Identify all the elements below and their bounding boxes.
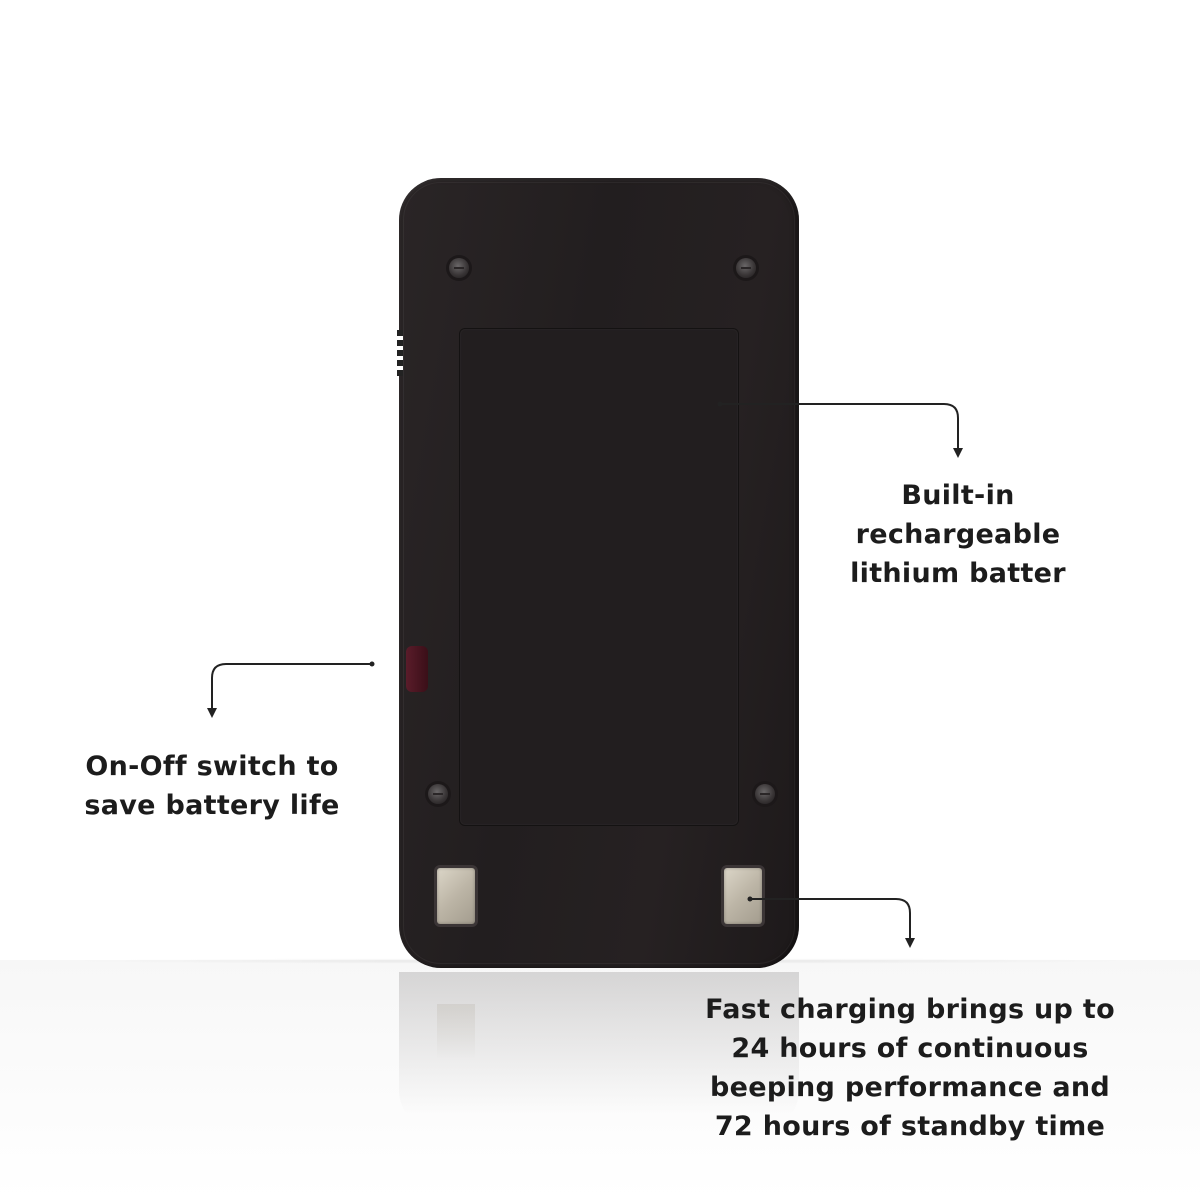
battery-compartment-panel bbox=[459, 328, 739, 826]
charging-callout-line: Fast charging brings up to bbox=[705, 994, 1115, 1025]
screw-top-left bbox=[449, 258, 469, 278]
on-off-switch[interactable] bbox=[406, 646, 428, 692]
device-back bbox=[394, 178, 799, 968]
screw-bottom-left bbox=[428, 784, 448, 804]
charging-callout-line: 24 hours of continuous bbox=[731, 1033, 1089, 1064]
charging-callout-line: 72 hours of standby time bbox=[714, 1111, 1106, 1142]
battery-callout-line: lithium batter bbox=[850, 558, 1066, 589]
device-reflection bbox=[399, 972, 799, 1132]
charging-callout-line: beeping performance and bbox=[709, 1072, 1110, 1103]
side-grip-notch bbox=[394, 330, 403, 376]
battery-callout: Built-in rechargeable lithium batter bbox=[828, 476, 1088, 593]
switch-callout-line: save battery life bbox=[84, 790, 340, 821]
reflection-contact-left bbox=[437, 1004, 475, 1060]
battery-callout-line: rechargeable bbox=[855, 519, 1061, 550]
screw-bottom-right bbox=[755, 784, 775, 804]
charging-callout: Fast charging brings up to 24 hours of c… bbox=[680, 990, 1140, 1146]
switch-callout: On-Off switch to save battery life bbox=[62, 747, 362, 825]
ground-surface bbox=[0, 960, 1200, 1200]
charging-contact-left bbox=[437, 868, 475, 924]
screw-top-right bbox=[736, 258, 756, 278]
device-rim bbox=[403, 182, 795, 964]
battery-callout-line: Built-in bbox=[901, 480, 1015, 511]
switch-callout-line: On-Off switch to bbox=[85, 751, 339, 782]
charging-contact-right bbox=[724, 868, 762, 924]
